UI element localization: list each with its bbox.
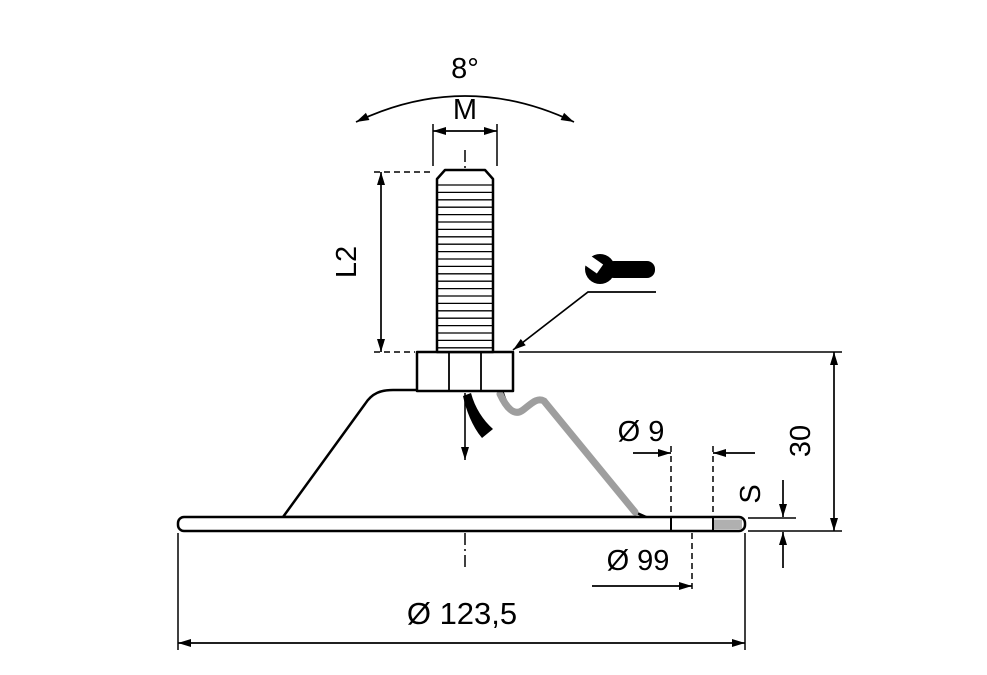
dim-base-diameter: Ø 123,5 [177, 533, 746, 650]
hole-circle-label: Ø 99 [607, 545, 670, 577]
leader-line [512, 291, 656, 351]
total-height-label: 30 [785, 425, 817, 457]
base-flange [176, 515, 747, 533]
rubber-section-wedge [463, 393, 493, 438]
wrench-callout [512, 248, 656, 351]
dim-tilt-angle: 8° [355, 53, 575, 123]
thread-length-label: L2 [331, 246, 363, 278]
tilt-angle-label: 8° [451, 53, 479, 85]
thread-lines [438, 184, 492, 349]
hex-nut [415, 350, 515, 393]
flange-section-fill [714, 519, 742, 529]
dim-plate-thickness: S [735, 480, 796, 568]
base-diameter-label: Ø 123,5 [407, 596, 517, 631]
dim-thread-length: L2 [331, 171, 434, 353]
dim-hole-diameter: Ø 9 [618, 416, 755, 514]
dim-thread-size: M [432, 94, 498, 166]
dim-total-height: 30 [519, 351, 842, 532]
section-band [496, 390, 639, 516]
wrench-icon [573, 248, 655, 284]
thread-size-label: M [453, 94, 477, 126]
threaded-stud [435, 168, 495, 354]
hole-diameter-label: Ø 9 [618, 416, 665, 448]
dim-hole-circle: Ø 99 [592, 533, 693, 592]
plate-thickness-label: S [735, 484, 767, 503]
